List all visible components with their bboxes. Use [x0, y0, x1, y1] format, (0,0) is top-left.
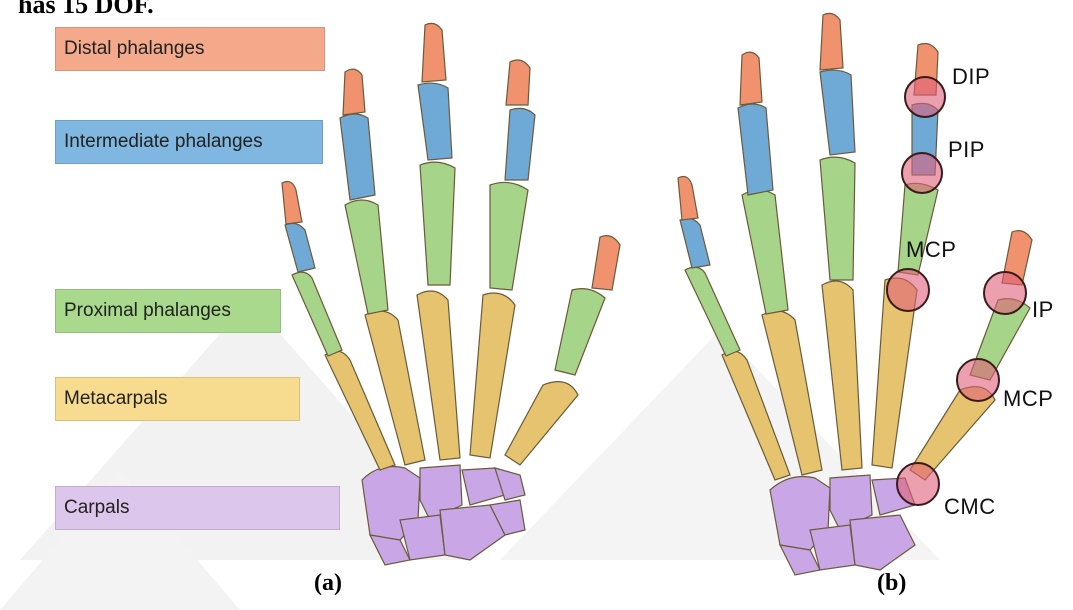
joint-label-pip: PIP: [948, 137, 985, 163]
joint-mcp-finger: [887, 269, 929, 311]
joint-label-mcp-thumb: MCP: [1003, 386, 1053, 412]
joint-label-ip: IP: [1032, 297, 1054, 323]
label-carpals: Carpals: [55, 486, 340, 530]
joint-pip: [902, 153, 942, 193]
panel-label-a: (a): [314, 570, 342, 597]
joint-label-mcp-finger: MCP: [906, 237, 956, 263]
joint-cmc: [897, 463, 939, 505]
joint-label-dip: DIP: [952, 64, 990, 90]
carpals-b: [770, 475, 915, 575]
panel-label-b: (b): [877, 570, 906, 597]
label-intermediate-phalanges: Intermediate phalanges: [55, 120, 323, 164]
joint-label-cmc: CMC: [944, 494, 996, 520]
joint-mcp-thumb: [957, 359, 999, 401]
label-metacarpals: Metacarpals: [55, 377, 300, 421]
label-proximal-phalanges: Proximal phalanges: [55, 289, 281, 333]
joint-ip: [984, 272, 1026, 314]
label-distal-phalanges: Distal phalanges: [55, 27, 325, 71]
joint-dip: [905, 77, 945, 117]
